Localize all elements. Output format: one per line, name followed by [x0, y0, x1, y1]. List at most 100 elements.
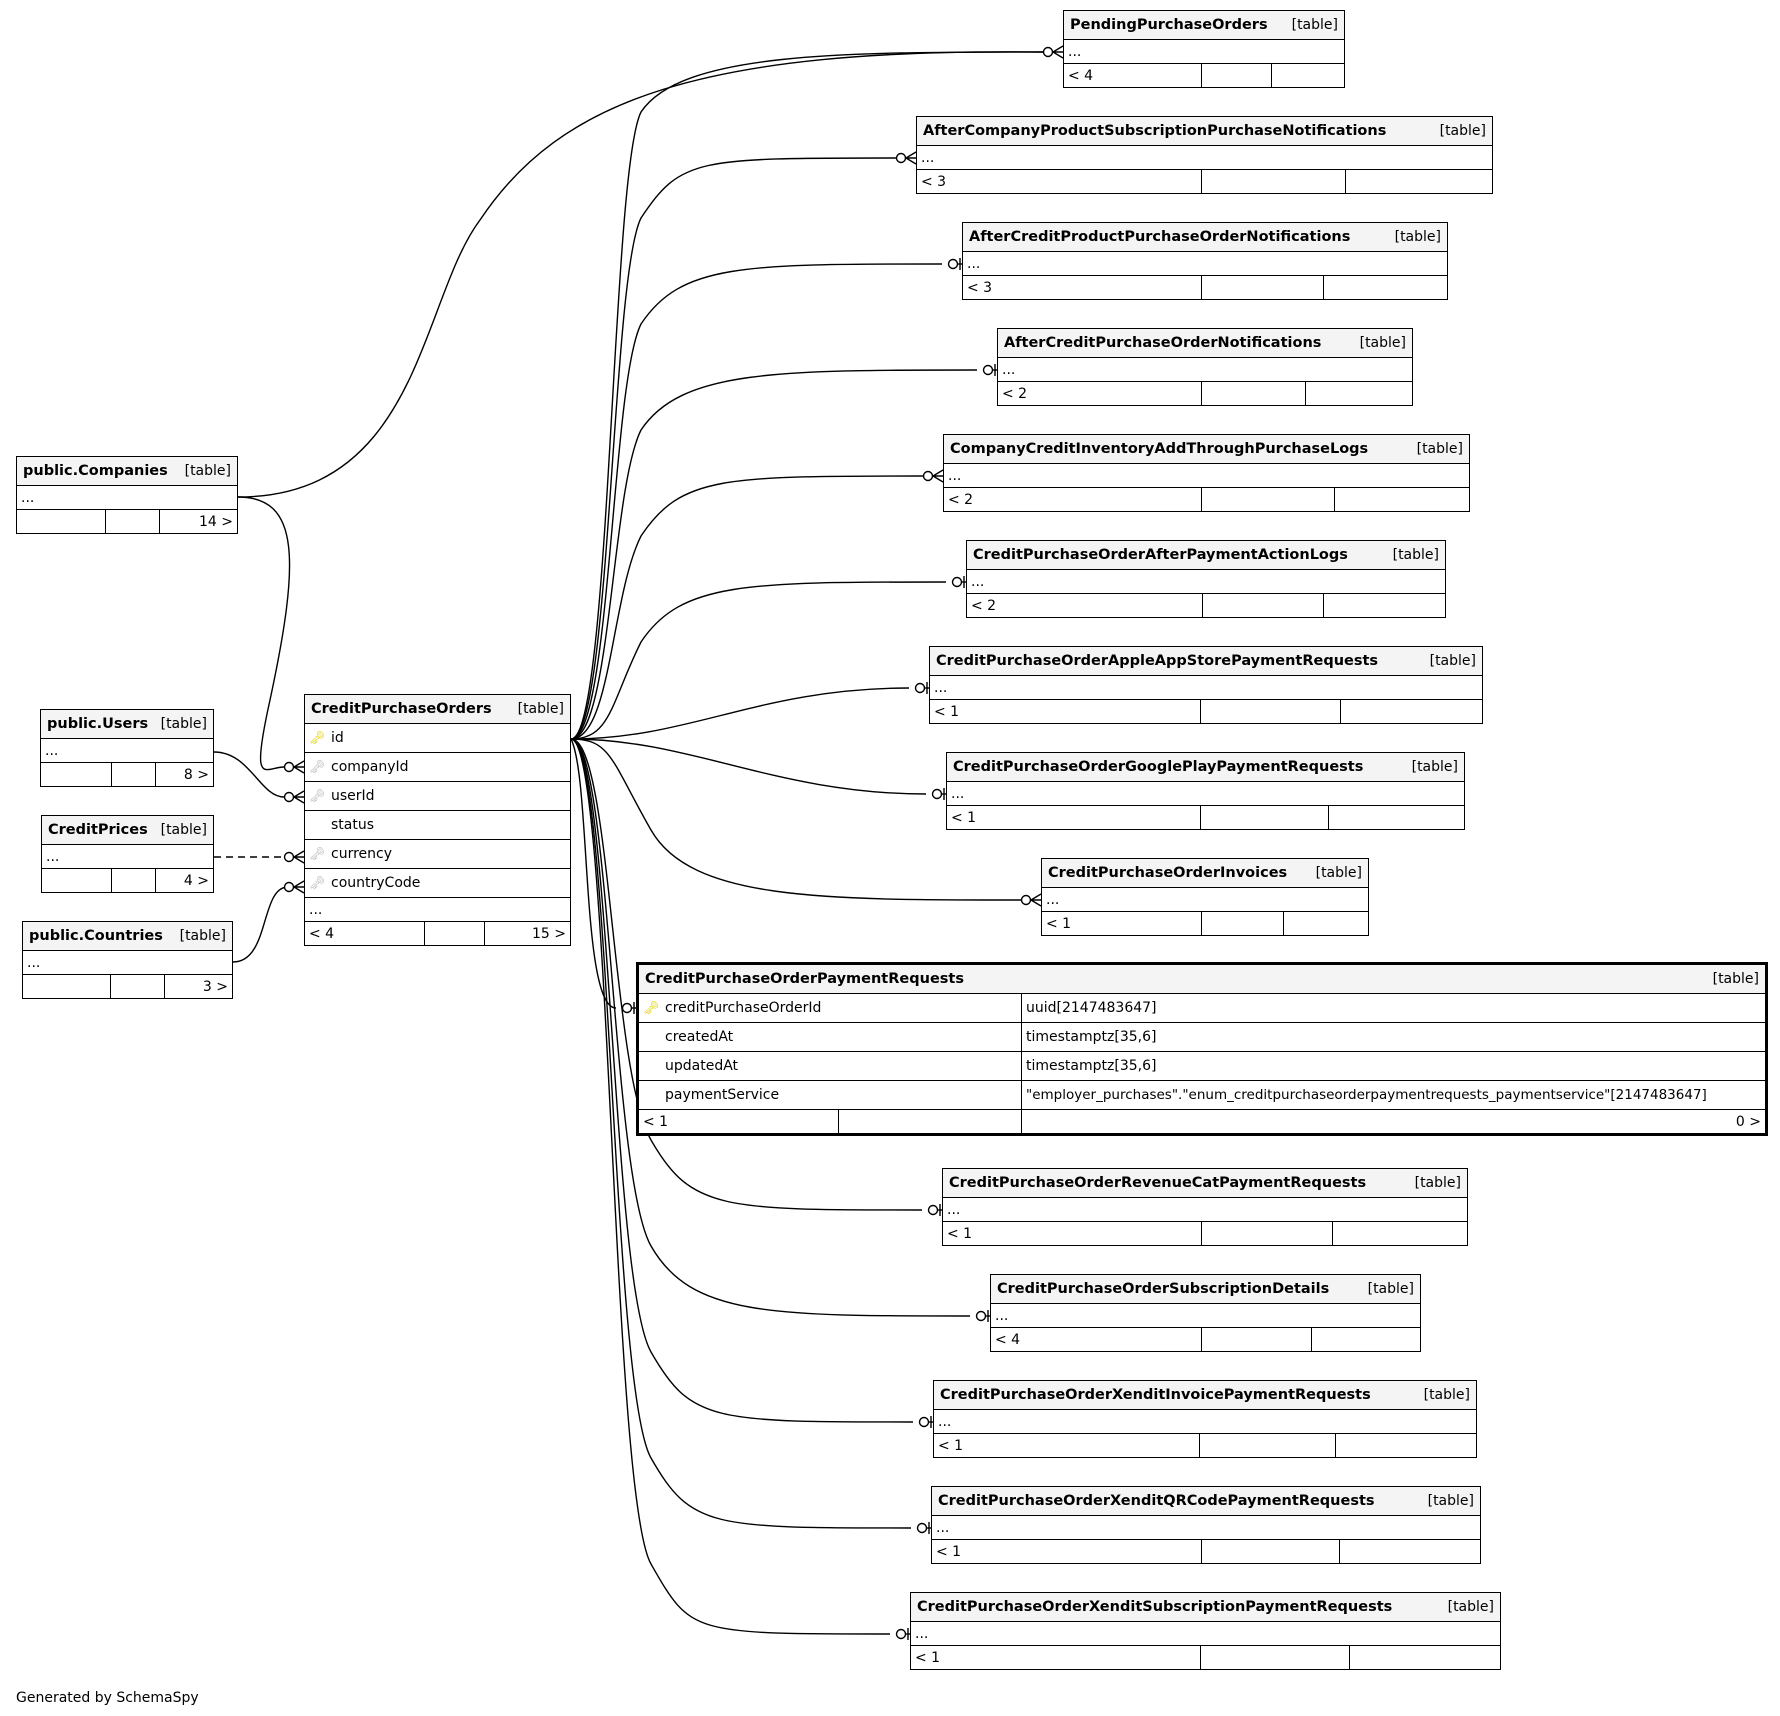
table-child[interactable]: CreditPurchaseOrderXenditSubscriptionPay…: [910, 1592, 1501, 1670]
column-row[interactable]: 🗝︎updatedAt timestamptz[35,6]: [639, 1052, 1765, 1081]
table-name[interactable]: AfterCompanyProductSubscriptionPurchaseN…: [923, 123, 1387, 139]
more-columns: ...: [947, 782, 1464, 806]
table-credit-purchase-orders[interactable]: CreditPurchaseOrders [table] 🗝︎id 🗝︎comp…: [304, 694, 571, 946]
table-name[interactable]: CreditPurchaseOrderXenditInvoicePaymentR…: [940, 1387, 1371, 1403]
table-child[interactable]: CreditPurchaseOrderXenditQRCodePaymentRe…: [931, 1486, 1481, 1564]
rows-count: [1201, 276, 1323, 299]
column-row[interactable]: 🗝︎createdAt timestamptz[35,6]: [639, 1023, 1765, 1052]
foreign-key-icon: 🗝︎: [309, 788, 326, 804]
column-row[interactable]: 🗝︎currency: [305, 840, 570, 869]
children-count[interactable]: 4 >: [155, 869, 213, 892]
table-child[interactable]: PendingPurchaseOrders [table] ... < 4: [1063, 10, 1345, 88]
many-cardinality-marker: [293, 790, 305, 804]
zero-cardinality-marker: [283, 761, 295, 773]
parents-count[interactable]: < 2: [948, 491, 974, 508]
rows-count: [1201, 1540, 1339, 1563]
table-name[interactable]: CreditPurchaseOrderInvoices: [1048, 865, 1288, 881]
more-columns: ...: [998, 358, 1412, 382]
table-header: CreditPurchaseOrderPaymentRequests [tabl…: [639, 965, 1765, 994]
parents-count[interactable]: < 1: [1046, 915, 1072, 932]
table-child[interactable]: CreditPurchaseOrderAfterPaymentActionLog…: [966, 540, 1446, 618]
parents-count[interactable]: < 1: [938, 1437, 964, 1454]
column-name: paymentService: [665, 1087, 780, 1103]
table-name[interactable]: CreditPurchaseOrderAfterPaymentActionLog…: [973, 547, 1348, 563]
more-columns: ...: [17, 486, 237, 510]
rows-count: [110, 975, 164, 998]
table-public-companies[interactable]: public.Companies [table] ... 14 >: [16, 456, 238, 534]
table-child[interactable]: CreditPurchaseOrderGooglePlayPaymentRequ…: [946, 752, 1465, 830]
parents-count[interactable]: < 4: [1068, 67, 1094, 84]
column-row[interactable]: 🗝︎creditPurchaseOrderId uuid[2147483647]: [639, 994, 1765, 1023]
parents-count[interactable]: < 3: [921, 173, 947, 190]
parents-count[interactable]: < 3: [967, 279, 993, 296]
table-name[interactable]: public.Companies: [23, 463, 168, 479]
table-name[interactable]: AfterCreditPurchaseOrderNotifications: [1004, 335, 1322, 351]
table-credit-purchase-order-payment-requests[interactable]: CreditPurchaseOrderPaymentRequests [tabl…: [636, 962, 1768, 1136]
table-name[interactable]: CreditPrices: [48, 822, 148, 838]
table-credit-prices[interactable]: CreditPrices [table] ... 4 >: [41, 815, 214, 893]
rows-count: [105, 510, 159, 533]
table-name[interactable]: CreditPurchaseOrderRevenueCatPaymentRequ…: [949, 1175, 1367, 1191]
table-name[interactable]: CreditPurchaseOrderAppleAppStorePaymentR…: [936, 653, 1379, 669]
column-type: timestamptz[35,6]: [1021, 1052, 1765, 1080]
column-row[interactable]: 🗝︎paymentService "employer_purchases"."e…: [639, 1081, 1765, 1110]
parents-count[interactable]: < 1: [947, 1225, 973, 1242]
table-name[interactable]: CreditPurchaseOrderGooglePlayPaymentRequ…: [953, 759, 1364, 775]
many-cardinality-marker: [1052, 45, 1064, 59]
parents-count[interactable]: < 1: [951, 809, 977, 826]
column-row[interactable]: 🗝︎id: [305, 724, 570, 753]
table-name[interactable]: CompanyCreditInventoryAddThroughPurchase…: [950, 441, 1369, 457]
zero-cardinality-marker: [283, 881, 295, 893]
table-kind: [table]: [1315, 865, 1362, 881]
column-row[interactable]: 🗝︎userId: [305, 782, 570, 811]
table-footer: < 1: [1042, 912, 1368, 935]
table-header: CreditPurchaseOrderGooglePlayPaymentRequ…: [947, 753, 1464, 782]
table-public-countries[interactable]: public.Countries [table] ... 3 >: [22, 921, 233, 999]
more-columns: ...: [911, 1622, 1500, 1646]
table-footer: < 3: [917, 170, 1492, 193]
table-child[interactable]: CreditPurchaseOrderInvoices [table] ... …: [1041, 858, 1369, 936]
table-child[interactable]: CreditPurchaseOrderSubscriptionDetails […: [990, 1274, 1421, 1352]
children-count[interactable]: 15 >: [484, 922, 570, 945]
table-name[interactable]: public.Users: [47, 716, 149, 732]
table-child[interactable]: AfterCreditProductPurchaseOrderNotificat…: [962, 222, 1448, 300]
column-row[interactable]: 🗝︎companyId: [305, 753, 570, 782]
children-count[interactable]: 0 >: [1021, 1110, 1765, 1133]
table-child[interactable]: AfterCompanyProductSubscriptionPurchaseN…: [916, 116, 1493, 194]
table-name[interactable]: CreditPurchaseOrderXenditSubscriptionPay…: [917, 1599, 1393, 1615]
table-public-users[interactable]: public.Users [table] ... 8 >: [40, 709, 214, 787]
table-header: CompanyCreditInventoryAddThroughPurchase…: [944, 435, 1469, 464]
table-child[interactable]: CompanyCreditInventoryAddThroughPurchase…: [943, 434, 1470, 512]
parents-count[interactable]: < 4: [995, 1331, 1021, 1348]
parents-count[interactable]: < 1: [936, 1543, 962, 1560]
edge-creditpurchaseorders-child: [570, 475, 924, 740]
parents-count[interactable]: < 2: [1002, 385, 1028, 402]
parents-count[interactable]: < 2: [971, 597, 997, 614]
table-child[interactable]: CreditPurchaseOrderXenditInvoicePaymentR…: [933, 1380, 1477, 1458]
table-name[interactable]: public.Countries: [29, 928, 163, 944]
rows-count: [1201, 64, 1271, 87]
edge-creditpurchaseorders-child: [570, 738, 1022, 901]
table-kind: [table]: [1392, 547, 1439, 563]
table-name[interactable]: CreditPurchaseOrderSubscriptionDetails: [997, 1281, 1330, 1297]
table-name[interactable]: PendingPurchaseOrders: [1070, 17, 1268, 33]
children-count[interactable]: 14 >: [159, 510, 237, 533]
parents-count[interactable]: < 4: [309, 925, 335, 942]
table-child[interactable]: CreditPurchaseOrderRevenueCatPaymentRequ…: [942, 1168, 1468, 1246]
many-cardinality-marker: [293, 850, 305, 864]
table-child[interactable]: AfterCreditPurchaseOrderNotifications [t…: [997, 328, 1413, 406]
table-child[interactable]: CreditPurchaseOrderAppleAppStorePaymentR…: [929, 646, 1483, 724]
table-name[interactable]: CreditPurchaseOrders: [311, 701, 492, 717]
column-row[interactable]: 🗝︎countryCode: [305, 869, 570, 898]
table-name[interactable]: CreditPurchaseOrderPaymentRequests: [645, 971, 964, 987]
parents-count[interactable]: < 1: [643, 1113, 669, 1130]
column-row[interactable]: 🗝︎status: [305, 811, 570, 840]
table-name[interactable]: CreditPurchaseOrderXenditQRCodePaymentRe…: [938, 1493, 1375, 1509]
more-columns: ...: [305, 898, 570, 922]
parents-count[interactable]: < 1: [915, 1649, 941, 1666]
children-count[interactable]: 8 >: [155, 763, 213, 786]
parents-count[interactable]: < 1: [934, 703, 960, 720]
children-count[interactable]: 3 >: [164, 975, 232, 998]
table-name[interactable]: AfterCreditProductPurchaseOrderNotificat…: [969, 229, 1351, 245]
